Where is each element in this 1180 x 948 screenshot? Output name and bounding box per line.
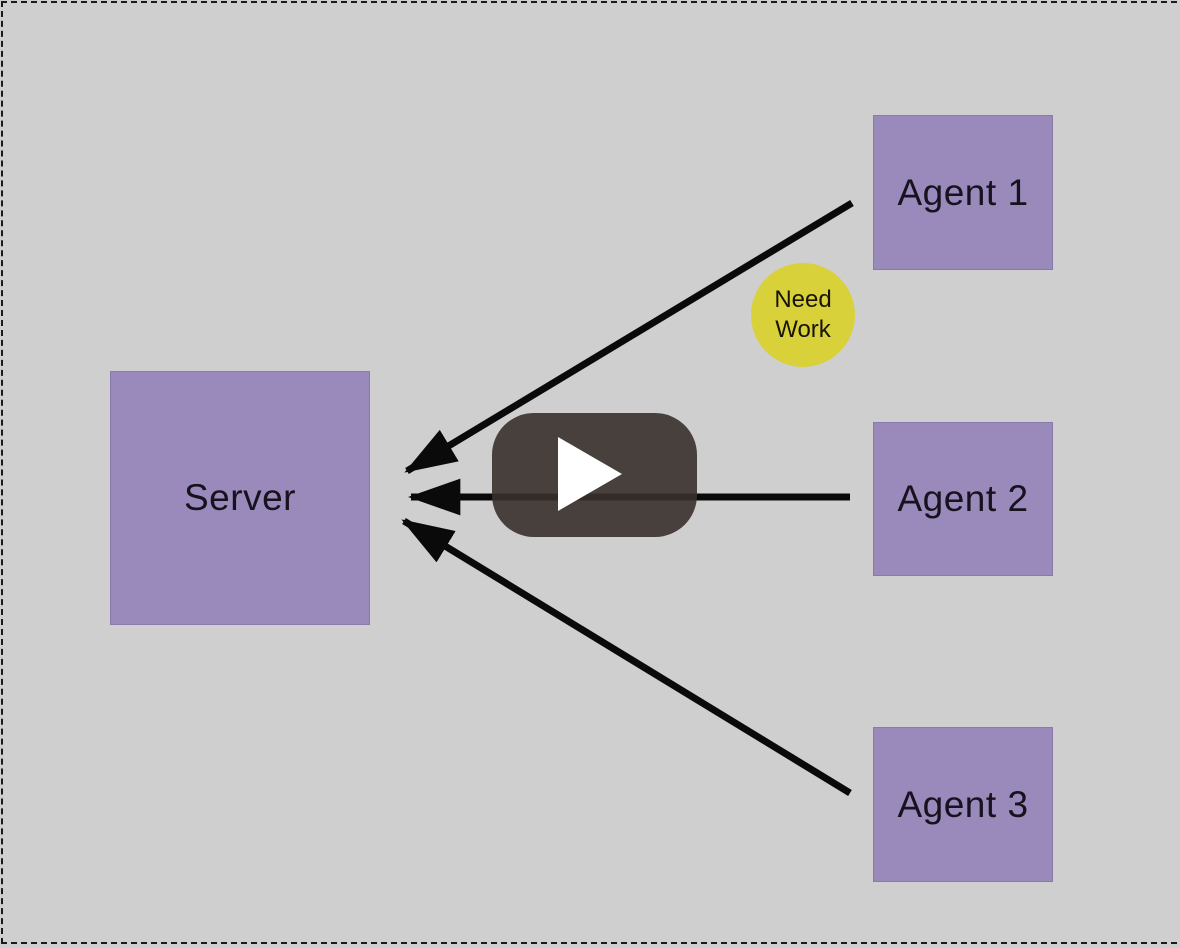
need-work-badge-line2: Work: [775, 316, 831, 343]
need-work-badge: Need Work: [751, 263, 855, 367]
agent1-node-label: Agent 1: [897, 171, 1029, 213]
agent1-node: Agent 1: [873, 115, 1053, 270]
play-button[interactable]: [492, 413, 697, 537]
need-work-badge-line1: Need: [774, 286, 832, 313]
agent3-node: Agent 3: [873, 727, 1053, 882]
agent3-node-label: Agent 3: [897, 783, 1029, 825]
agent2-node-label: Agent 2: [897, 478, 1029, 519]
arrow-agent3-to-server: [401, 518, 852, 796]
server-node-label: Server: [184, 477, 296, 518]
server-node: Server: [110, 371, 370, 625]
arrow-agent1-to-server: [404, 200, 854, 474]
agent2-node: Agent 2: [873, 422, 1053, 576]
play-triangle-icon: [558, 437, 622, 511]
